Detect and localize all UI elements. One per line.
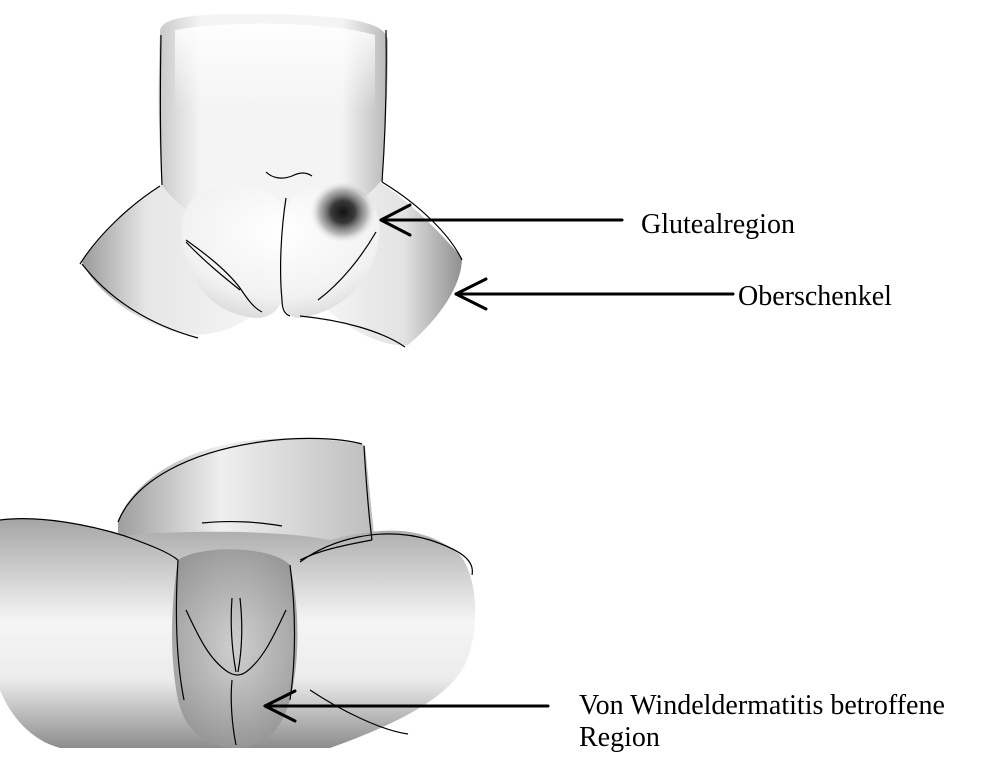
- label-diaper-region-line2: Region: [579, 722, 945, 754]
- upper-torso-shape: [118, 438, 375, 545]
- front-view-figure: [0, 438, 475, 748]
- label-diaper-region-line1: Von Windeldermatitis betroffene: [579, 690, 945, 722]
- label-diaper-region: Von Windeldermatitis betroffene Region: [579, 690, 945, 754]
- back-view-figure: [80, 14, 462, 347]
- arrow-thigh: [456, 279, 733, 309]
- label-thigh: Oberschenkel: [738, 281, 892, 313]
- torso-highlight: [175, 24, 375, 110]
- label-gluteal-region: Glutealregion: [641, 209, 795, 241]
- lesion-spot: [309, 180, 377, 244]
- diaper-region-shape: [172, 549, 298, 748]
